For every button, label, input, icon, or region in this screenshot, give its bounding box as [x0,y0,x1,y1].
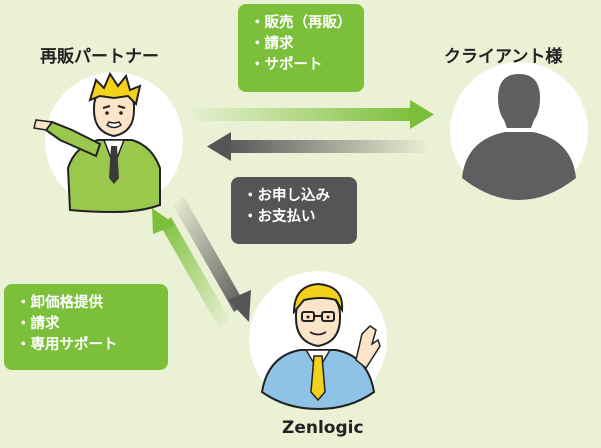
list-item: 販売（再販） [250,13,352,34]
arrow-client-to-partner [207,132,430,161]
list-item: 請求 [250,34,352,55]
provider-label: Zenlogic [282,418,364,438]
list-item: 請求 [16,314,156,335]
arrow-partner-to-client [185,100,434,129]
client-to-partner-list: お申し込み お支払い [243,186,345,228]
provider-to-partner-list: 卸価格提供 請求 専用サポート [16,293,156,356]
list-item: サポート [250,55,352,76]
client-node [450,62,588,200]
provider-to-partner-box: 卸価格提供 請求 専用サポート [4,284,168,370]
partner-illustration-icon [33,71,161,214]
arrow-partner-to-provider [173,197,251,322]
partner-node [33,71,183,214]
provider-illustration-icon [260,282,381,411]
list-item: お支払い [243,207,345,228]
arrow-provider-to-partner [152,208,230,328]
partner-to-client-box: 販売（再販） 請求 サポート [238,4,364,92]
provider-node [249,271,387,411]
list-item: 専用サポート [16,335,156,356]
list-item: お申し込み [243,186,345,207]
partner-label: 再販パートナー [40,47,159,67]
list-item: 卸価格提供 [16,293,156,314]
partner-to-client-list: 販売（再販） 請求 サポート [250,13,352,76]
client-to-partner-box: お申し込み お支払い [231,177,357,244]
client-label: クライアント様 [444,47,563,67]
client-silhouette-icon [462,74,576,200]
